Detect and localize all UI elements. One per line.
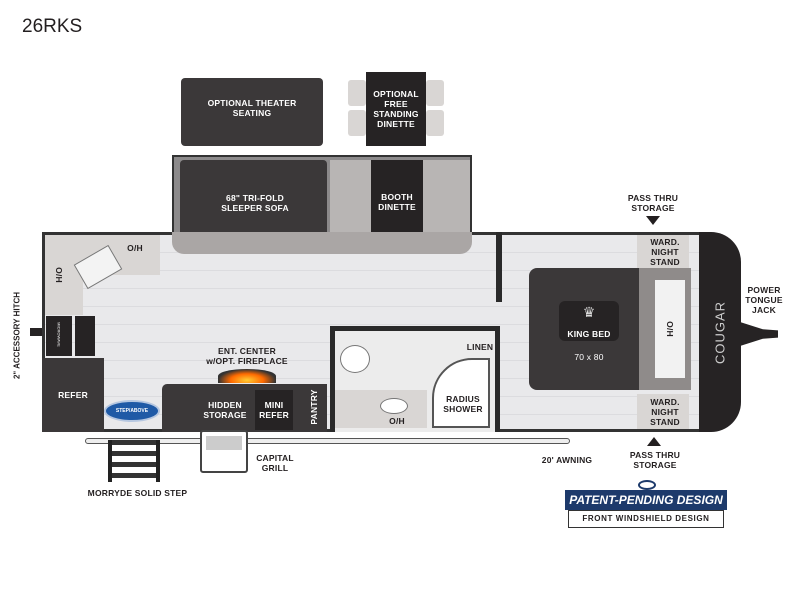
- wardrobe-top: [637, 235, 689, 268]
- tongue-jack: [740, 322, 778, 346]
- shower-label: RADIUS SHOWER: [443, 394, 483, 414]
- slideout-floor: [172, 232, 472, 254]
- entry-step: [108, 440, 160, 482]
- chair: [348, 80, 366, 106]
- entertainment-center: [162, 384, 320, 432]
- chair: [426, 110, 444, 136]
- stepabove-text: STEP/ABOVE: [115, 408, 149, 414]
- overhead-cabinet: [655, 280, 685, 378]
- oh-label: O/H: [54, 267, 64, 283]
- mini-refer: [255, 390, 293, 430]
- kitchen-counter-side: [45, 235, 83, 315]
- hitch-label: 2" ACCESSORY HITCH: [12, 291, 22, 380]
- bath-sink: [380, 398, 408, 414]
- arrow-up-icon: [647, 437, 661, 446]
- linen-label: LINEN: [466, 342, 494, 352]
- front-cap: [699, 232, 741, 432]
- chair: [426, 80, 444, 106]
- wardrobe-bottom: [637, 394, 689, 429]
- optional-dinette: [366, 72, 426, 146]
- booth-label: BOOTH DINETTE: [378, 192, 416, 212]
- chair: [348, 110, 366, 136]
- mini-refer-label: MINI REFER: [259, 400, 289, 420]
- pass-thru-bottom-label: PASS THRU STORAGE: [629, 450, 681, 470]
- fireplace-icon: [218, 369, 276, 383]
- refrigerator: [42, 358, 104, 432]
- arrow-down-icon: [646, 216, 660, 225]
- king-bed-label: KING BED: [567, 329, 611, 339]
- refer-label: REFER: [58, 390, 88, 400]
- awning-label: 20' AWNING: [541, 455, 593, 465]
- oh-label: O/H: [127, 243, 143, 253]
- patent-badge: PATENT-PENDING DESIGN: [565, 490, 727, 510]
- oh-label: O/H: [389, 416, 405, 426]
- bed-size: 70 x 80: [574, 352, 604, 362]
- theater-label: OPTIONAL THEATER SEATING: [207, 98, 297, 118]
- grill-label: CAPITAL GRILL: [256, 453, 294, 473]
- awning: [85, 438, 570, 444]
- crown-badge: ♛: [559, 301, 619, 341]
- theater-seating: [181, 78, 323, 146]
- step-label: MORRYDE SOLID STEP: [87, 488, 188, 498]
- radius-shower: [432, 358, 490, 428]
- hidden-storage-label: HIDDEN STORAGE: [203, 400, 247, 420]
- hitch: [30, 328, 42, 336]
- ent-center-label: ENT. CENTER w/OPT. FIREPLACE: [206, 346, 288, 366]
- optional-dinette-label: OPTIONAL FREE STANDING DINETTE: [373, 89, 419, 129]
- ward-label: WARD. NIGHT STAND: [650, 237, 680, 267]
- stepabove-logo: STEP/ABOVE: [104, 400, 160, 422]
- sofa-label: 68" TRI-FOLD SLEEPER SOFA: [221, 193, 289, 213]
- oh-label: O/H: [665, 321, 675, 337]
- microwave: [46, 316, 72, 356]
- wall: [496, 232, 502, 302]
- k-logo-icon: [638, 480, 656, 490]
- stove: [75, 316, 95, 356]
- pass-thru-top-label: PASS THRU STORAGE: [627, 193, 679, 213]
- cougar-logo: COUGAR: [712, 300, 728, 365]
- toilet: [340, 345, 370, 373]
- jack-label: POWER TONGUE JACK: [745, 285, 783, 315]
- sleeper-sofa: [180, 160, 327, 240]
- grill-grate: [206, 436, 242, 450]
- microwave-label: MICROWAVE: [56, 322, 62, 347]
- pantry-label: PANTRY: [309, 389, 319, 425]
- ward-label: WARD. NIGHT STAND: [650, 397, 680, 427]
- windshield-label: FRONT WINDSHIELD DESIGN: [568, 510, 724, 528]
- model-title: 26RKS: [22, 16, 83, 37]
- pantry: [302, 384, 327, 432]
